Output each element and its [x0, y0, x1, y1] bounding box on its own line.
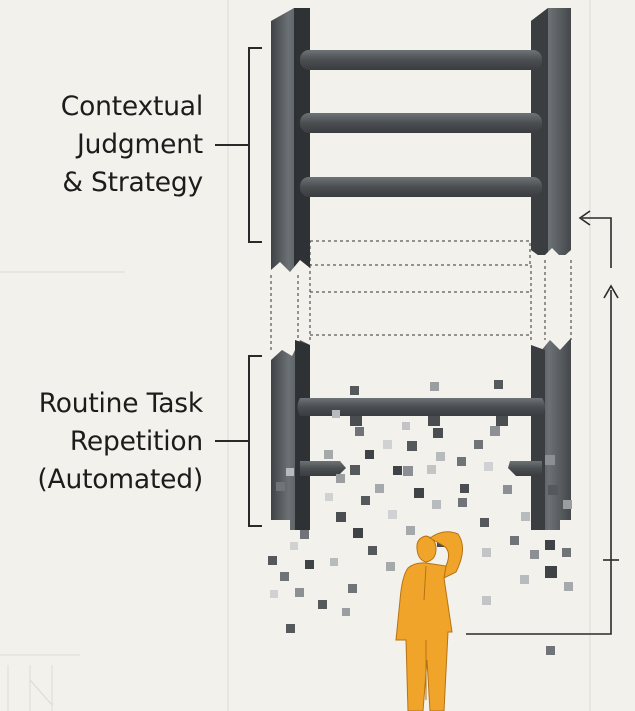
label-routine-task: Routine Task Repetition (Automated)	[37, 385, 203, 499]
ladder-missing-section	[271, 241, 571, 350]
ladder-upper-rails	[271, 8, 571, 280]
person-figure	[396, 532, 463, 711]
label-line: Repetition	[37, 423, 203, 461]
ladder-upper-rungs	[300, 50, 542, 197]
label-line: Judgment	[61, 126, 203, 164]
label-line: Routine Task	[37, 385, 203, 423]
label-contextual-judgment: Contextual Judgment & Strategy	[61, 88, 203, 202]
label-line: Contextual	[61, 88, 203, 126]
label-line: (Automated)	[37, 461, 203, 499]
label-line: & Strategy	[61, 164, 203, 202]
ladder-lower-rungs	[298, 398, 546, 476]
ladder-lower-rails	[271, 338, 571, 530]
bracket-icon	[215, 48, 262, 526]
